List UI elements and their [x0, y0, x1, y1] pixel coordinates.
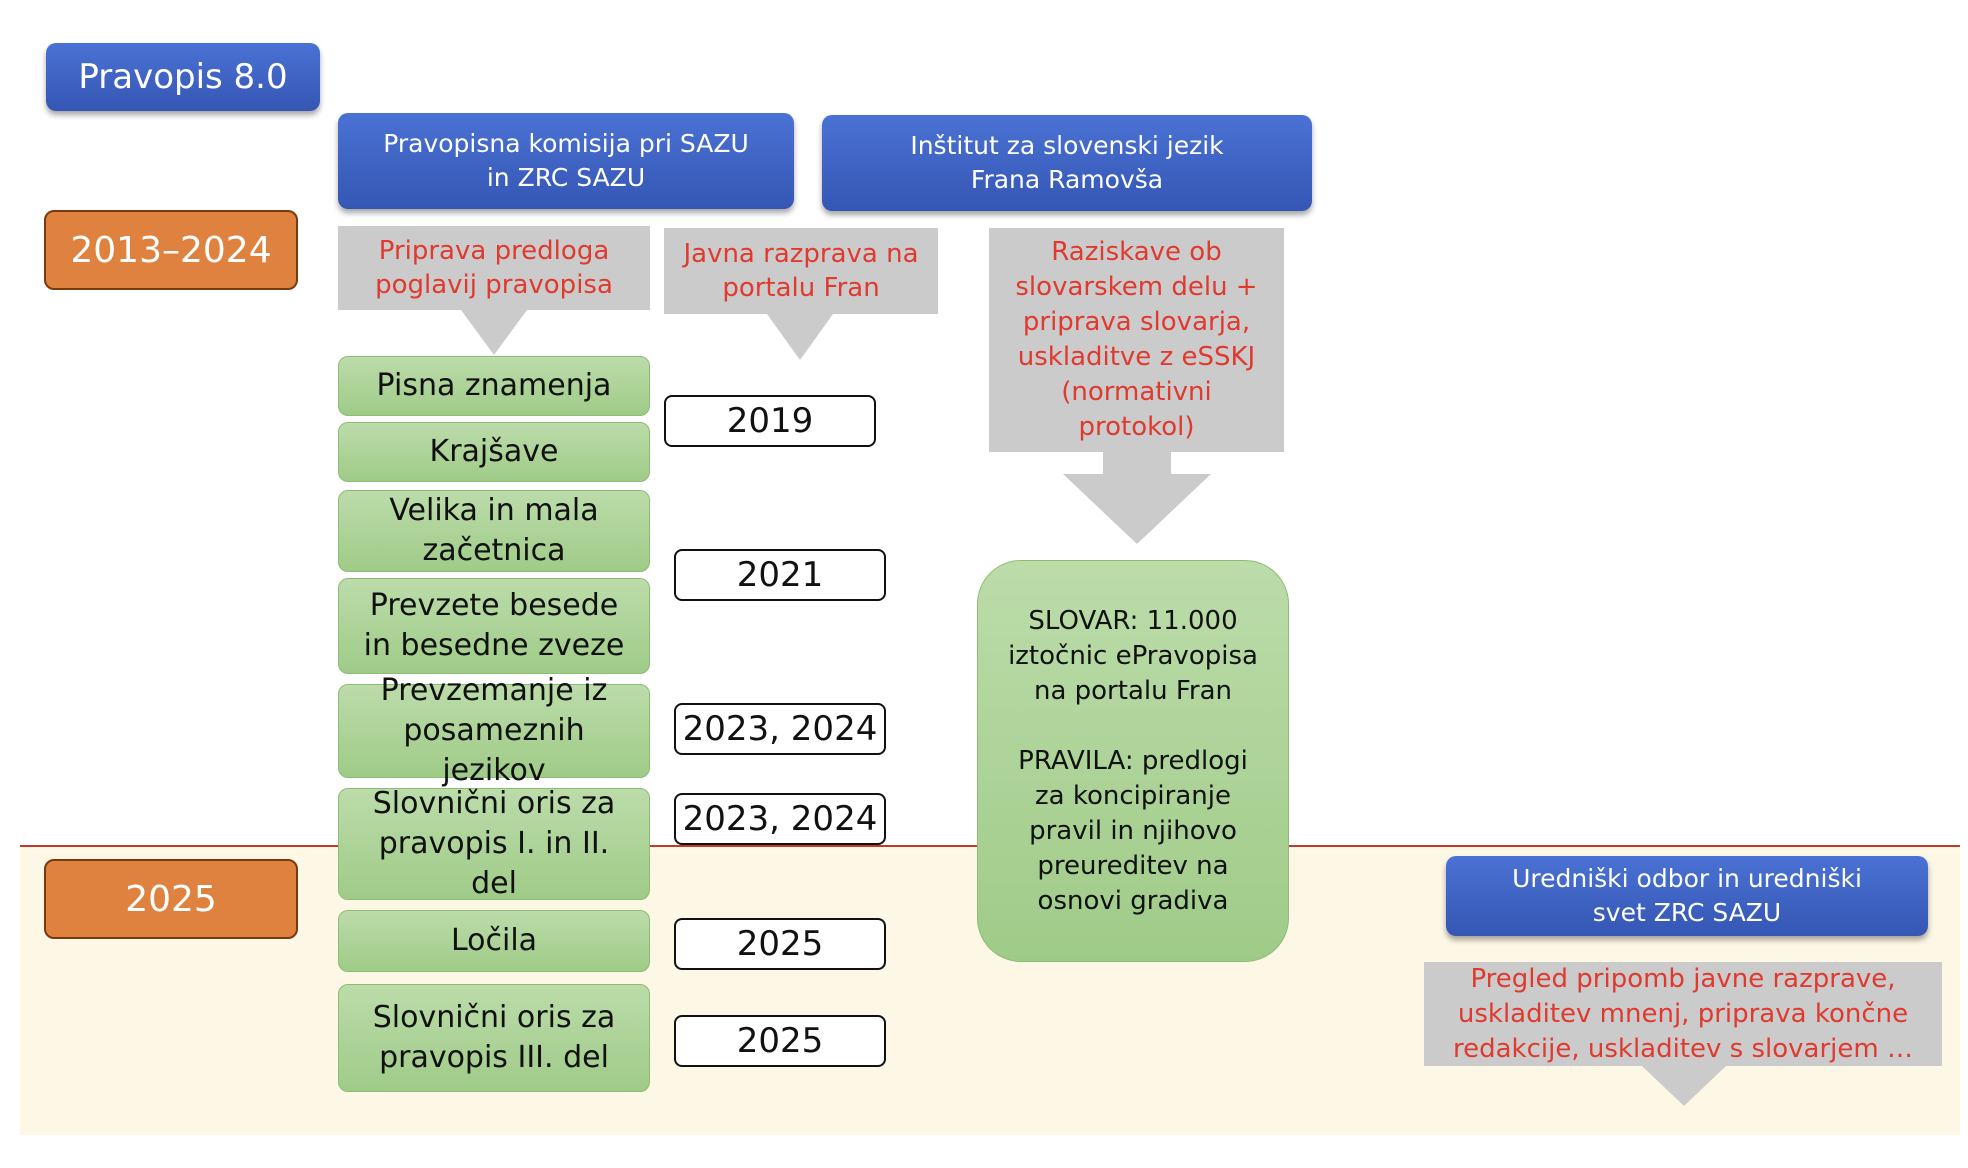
arrow-down-chapters — [461, 310, 527, 355]
process-dictionary-research: Raziskave ob slovarskem delu + priprava … — [989, 228, 1284, 452]
arrow-down-debate — [767, 314, 833, 360]
arrow-down-research — [1063, 474, 1211, 544]
chapter-item: Prevzemanje iz posameznih jezikov — [338, 673, 650, 788]
org-board: Uredniški odbor in uredniški svet ZRC SA… — [1446, 856, 1928, 936]
year-box: 2023, 2024 — [674, 793, 886, 845]
process-chapters-proposal: Priprava predloga poglavij pravopisa — [338, 226, 650, 310]
process-final-review: Pregled pripomb javne razprave, uskladit… — [1424, 962, 1942, 1066]
diagram-title: Pravopis 8.0 — [46, 43, 320, 111]
org-institute: Inštitut za slovenski jezik Frana Ramovš… — [822, 115, 1312, 211]
arrow-down-review — [1642, 1066, 1726, 1106]
year-box: 2019 — [664, 395, 876, 447]
period-label-2025: 2025 — [44, 859, 298, 939]
chapter-item: Prevzete besede in besedne zveze — [338, 578, 650, 674]
chapter-item: Krajšave — [338, 422, 650, 482]
year-box: 2021 — [674, 549, 886, 601]
outcome-dictionary-text: SLOVAR: 11.000 iztočnic ePravopisa na po… — [1008, 605, 1258, 706]
period-label-2013-2024: 2013–2024 — [44, 210, 298, 290]
year-box: 2025 — [674, 1015, 886, 1067]
chapter-item: Slovnični oris za pravopis I. in II. del — [338, 786, 650, 901]
chapter-item: Velika in mala začetnica — [338, 490, 650, 572]
org-commission: Pravopisna komisija pri SAZU in ZRC SAZU — [338, 113, 794, 209]
chapter-item: Slovnični oris za pravopis III. del — [338, 984, 650, 1092]
process-public-debate: Javna razprava na portalu Fran — [664, 228, 938, 314]
outcome-box: SLOVAR: 11.000 iztočnic ePravopisa na po… — [977, 560, 1289, 962]
outcome-rules-text: PRAVILA: predlogi za koncipiranje pravil… — [1018, 745, 1248, 916]
chapter-item: Pisna znamenja — [338, 356, 650, 416]
year-box: 2023, 2024 — [674, 703, 886, 755]
year-box: 2025 — [674, 918, 886, 970]
chapter-item: Ločila — [338, 910, 650, 972]
arrow-shaft-research — [1103, 452, 1171, 475]
